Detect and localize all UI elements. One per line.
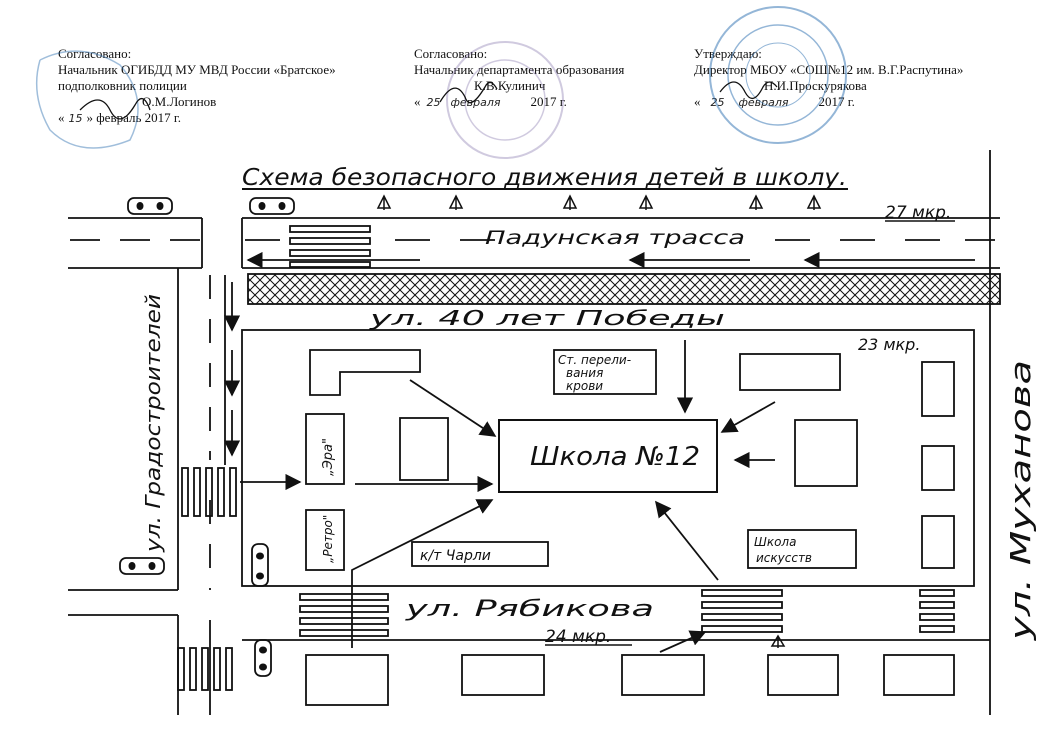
building [921, 361, 955, 417]
padunskaya-highway [68, 217, 1000, 269]
approval-block-education-department: Согласовано: Начальник департамента обра… [414, 46, 624, 111]
approver-name: Н.И.Проскурякова [764, 78, 867, 93]
approver-name: К.В.Кулинич [474, 78, 546, 93]
handwritten-day: 25 [426, 96, 441, 109]
mukhanova-label: ул. Муханова [1004, 360, 1037, 641]
building [739, 353, 841, 391]
crosswalk-ryabikova-left [299, 593, 389, 637]
mkr23-label: 23 мкр. [858, 335, 920, 354]
buildings-24-mkr [305, 654, 955, 706]
signature-loginov [79, 98, 151, 120]
approver-name: О.М.Логинов [142, 94, 217, 109]
map-title: Схема безопасного движения детей в школу… [242, 165, 847, 191]
handwritten-day: 15 [68, 112, 83, 125]
building-l-shaped [309, 349, 421, 396]
building [794, 419, 858, 487]
building-retro [305, 509, 345, 571]
building [921, 445, 955, 491]
crosswalk-highway [289, 225, 371, 268]
approver-rank: подполковник полиции [58, 78, 187, 93]
school-label: Школа №12 [530, 442, 700, 472]
building-cinema-charli [411, 541, 549, 567]
svg-text:искусств: искусств [756, 551, 812, 565]
svg-text:Ст. перели-: Ст. перели- [558, 353, 631, 367]
walking-route-arrows [240, 340, 776, 653]
approval-label: Согласовано: [58, 46, 132, 61]
stamp-purple [446, 41, 564, 159]
approver-title: Директор МБОУ «СОШ№12 им. В.Г.Распутина» [694, 62, 964, 77]
block-23-mkr [241, 329, 975, 587]
padunskaya-label: Падунская трасса [485, 227, 745, 249]
svg-text:вания: вания [566, 366, 603, 380]
svg-text:„Ретро": „Ретро" [321, 515, 335, 563]
svg-text:Школа: Школа [754, 535, 796, 549]
handwritten-month: февраля [738, 96, 789, 109]
svg-text:к/т Чарли: к/т Чарли [420, 548, 491, 564]
approval-date: «15» февраль 2017 г. [58, 110, 181, 125]
building-art-school [747, 529, 857, 569]
stamp-blue-left [35, 50, 139, 149]
crosswalk-mukhanova [919, 589, 955, 633]
crosswalk-gradostroiteley [181, 467, 237, 517]
building [399, 417, 449, 481]
approver-title: Начальник департамента образования [414, 62, 625, 77]
green-strip [247, 273, 1001, 305]
ryabikova-label: ул. Рябикова [404, 597, 654, 622]
car-icon [127, 197, 173, 215]
crosswalk-lower-left [177, 647, 233, 691]
mkr24-label: 24 мкр. [545, 627, 611, 647]
crosswalk-ryabikova-right [701, 589, 783, 633]
svg-text:„Эра": „Эра" [321, 438, 336, 476]
building [921, 515, 955, 569]
tree-icon [376, 194, 822, 210]
car-icon [119, 557, 165, 575]
handwritten-month: февраля [450, 96, 501, 109]
approval-block-school-director: Утверждаю: Директор МБОУ «СОШ№12 им. В.Г… [694, 46, 963, 111]
ryabikova-street [68, 589, 990, 641]
car-icon [249, 197, 295, 215]
gradostroiteley-label: ул. Градостроителей [141, 294, 165, 553]
gradostroiteley-street [177, 218, 243, 715]
mkr27-label: 27 мкр. [885, 203, 951, 223]
approval-label: Утверждаю: [694, 46, 762, 61]
building-blood-station [553, 349, 657, 395]
car-icon [251, 543, 269, 587]
approver-title: Начальник ОГИБДД МУ МВД России «Братское… [58, 62, 336, 77]
car-icon [254, 639, 272, 677]
svg-text:крови: крови [566, 379, 603, 393]
signature-proskuryakova [719, 81, 778, 99]
stamp-blue [709, 6, 847, 144]
building-era [305, 413, 345, 485]
school-12-building [498, 419, 718, 493]
pobedy-street-label: ул. 40 лет Победы [368, 306, 725, 330]
signature-kulinich [439, 81, 498, 104]
tree-icon [770, 634, 786, 648]
approval-label: Согласовано: [414, 46, 488, 61]
approval-block-traffic-police: Согласовано: Начальник ОГИБДД МУ МВД Рос… [58, 46, 336, 127]
